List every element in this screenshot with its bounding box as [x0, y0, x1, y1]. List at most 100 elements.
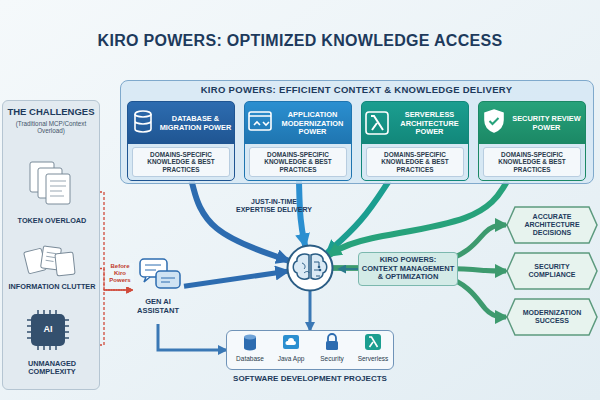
power-card: DATABASE & MIGRATION POWER DOMAINS-SPECIF…	[127, 101, 235, 181]
note-label: JUST-IN-TIME EXPERTISE DELIVERY	[236, 198, 312, 214]
circuit-dot	[319, 269, 322, 272]
project-icons	[244, 334, 381, 351]
project-item: Database	[231, 332, 269, 368]
challenge-item: UNMANAGED COMPLEXITY	[5, 306, 99, 384]
arrow-connector	[299, 181, 305, 246]
node-text: Database	[227, 355, 273, 362]
brain-lobe	[311, 254, 327, 279]
project-item: Security	[313, 332, 351, 368]
hexagon-outline	[507, 299, 597, 335]
shield-icon	[485, 110, 503, 132]
challenge-item: INFORMATION CLUTTER	[5, 241, 99, 296]
chat-bubble	[140, 259, 167, 277]
document-icon	[55, 252, 75, 276]
node-text: GEN AI ASSISTANT	[128, 298, 188, 315]
document-icon	[41, 246, 62, 270]
circle-outline	[288, 246, 333, 291]
database-icon	[135, 114, 151, 132]
node-text: APPLICATION MODERNIZATION POWER	[274, 105, 351, 143]
lock-icon	[328, 334, 336, 341]
node-outline	[286, 244, 334, 292]
node-text: ACCURATE ARCHITECTURE DECISIONS	[512, 206, 592, 244]
brain-node: KIRO POWERS: CONTEXT MANAGEMENT & OPTIMI…	[286, 244, 334, 292]
database-icon	[244, 337, 256, 351]
document-icon	[30, 162, 54, 192]
lambda-icon	[366, 112, 388, 134]
cloud-icon	[285, 338, 296, 345]
node-text: SOFTWARE DEVELOPMENT PROJECTS	[215, 374, 405, 383]
powers-band: KIRO POWERS: EFFICIENT CONTEXT & KNOWLED…	[120, 80, 594, 184]
ai-chip-icon	[27, 310, 69, 350]
brain-lobe	[293, 254, 309, 279]
card-icons	[135, 110, 503, 134]
node-text: Java App	[268, 355, 314, 362]
hexagon-outline	[507, 253, 597, 289]
node-text: THE CHALLENGES	[3, 107, 99, 118]
java-app-icon	[283, 335, 299, 349]
document-lines	[46, 252, 57, 261]
power-card: SECURITY REVIEW POWER DOMAINS-SPECIFIC KN…	[478, 101, 586, 181]
application-icon	[249, 112, 271, 130]
node-text: INFORMATION CLUTTER	[5, 283, 99, 291]
node-text: UNMANAGED COMPLEXITY	[9, 360, 95, 377]
node-text: KIRO POWERS: CONTEXT MANAGEMENT & OPTIMI…	[358, 252, 458, 286]
node-text: DOMAINS-SPECIFIC KNOWLEDGE & BEST PRACTI…	[483, 147, 581, 177]
project-box: SOFTWARE DEVELOPMENT PROJECTSDatabaseJav…	[226, 330, 394, 370]
chat-bubbles-icon	[140, 259, 180, 288]
document-icon	[46, 174, 70, 204]
arrow-connector	[309, 291, 312, 330]
clutter-icon	[24, 246, 75, 276]
arrow-connector	[329, 181, 507, 255]
node-text: Security	[309, 355, 355, 362]
project-item: Serverless	[354, 332, 392, 368]
chat-bubble	[156, 271, 180, 288]
lambda-icon	[369, 337, 378, 347]
node-text: TOKEN OVERLOAD	[5, 217, 99, 225]
node-text: MODERNIZATION SUCCESS	[512, 298, 592, 336]
chat-lines	[145, 265, 175, 282]
brain-icon	[293, 254, 327, 279]
document-icon	[38, 168, 62, 198]
document-icon	[24, 248, 47, 274]
node-text: KIRO POWERS: EFFICIENT CONTEXT & KNOWLED…	[121, 85, 592, 96]
diagram-title: KIRO POWERS: OPTIMIZED KNOWLEDGE ACCESS	[0, 32, 600, 50]
lambda-icon	[365, 334, 381, 350]
document-stack-icon	[30, 162, 70, 204]
brain-circuit	[302, 262, 320, 276]
node-text: DOMAINS-SPECIFIC KNOWLEDGE & BEST PRACTI…	[249, 147, 347, 177]
chip-pins	[27, 310, 69, 350]
node-text: Serverless	[350, 355, 396, 362]
note-label: AI	[38, 324, 58, 334]
node-text: SECURITY REVIEW POWER	[508, 105, 585, 143]
node-text: SERVERLESS ARCHITECTURE POWER	[391, 105, 468, 143]
chip-body	[31, 314, 65, 346]
shield-check	[490, 118, 499, 124]
arrow-connector	[184, 271, 287, 286]
challenge-item: TOKEN OVERLOAD	[5, 153, 99, 231]
document-lines	[50, 181, 66, 196]
database-icon	[135, 111, 151, 117]
edge-label: Before Kiro Powers	[106, 263, 134, 284]
node-text: DATABASE & MIGRATION POWER	[157, 105, 234, 143]
node-text: DOMAINS-SPECIFIC KNOWLEDGE & BEST PRACTI…	[366, 147, 464, 177]
power-card: SERVERLESS ARCHITECTURE POWER DOMAINS-SPE…	[361, 101, 469, 181]
project-item: Java App	[272, 332, 310, 368]
node-text: SECURITY COMPLIANCE	[512, 252, 592, 290]
hexagon-outline	[507, 207, 597, 243]
node-text: DOMAINS-SPECIFIC KNOWLEDGE & BEST PRACTI…	[132, 147, 230, 177]
assistant-node: GEN AI ASSISTANT	[132, 256, 184, 324]
outcome-hexagon: SECURITY COMPLIANCE	[506, 252, 598, 290]
lambda-icon	[371, 116, 383, 130]
outcome-hexagon: ACCURATE ARCHITECTURE DECISIONS	[506, 206, 598, 244]
lock-icon	[326, 341, 338, 350]
arrow-connector	[192, 181, 289, 261]
outcome-hexagon: MODERNIZATION SUCCESS	[506, 298, 598, 336]
arrow-connector	[158, 324, 226, 350]
power-card: APPLICATION MODERNIZATION POWER DOMAINS-S…	[244, 101, 352, 181]
database-icon	[244, 335, 256, 340]
circuit-dot	[318, 266, 321, 269]
node-text: (Traditional MCP/Context Overload)	[5, 120, 97, 134]
challenge-panel: THE CHALLENGES (Traditional MCP/Context O…	[2, 100, 100, 390]
chat-tail	[144, 277, 150, 282]
